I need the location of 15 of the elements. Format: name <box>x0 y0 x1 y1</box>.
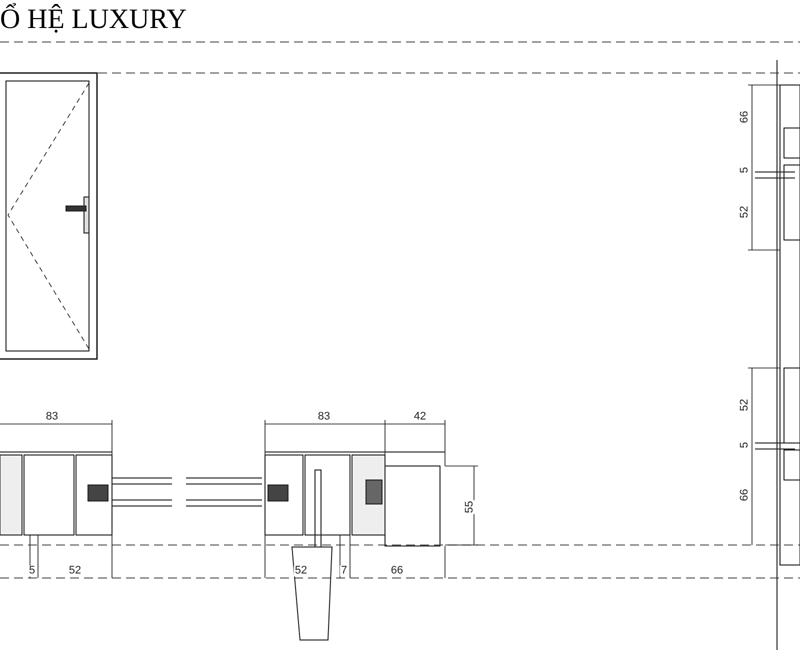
dimension-label: 5 <box>740 440 750 450</box>
dimension-label: 83 <box>316 412 332 422</box>
dimension-label: 52 <box>68 566 82 576</box>
dimension-label: 66 <box>740 110 750 124</box>
dimension-label: 5 <box>28 566 36 576</box>
dimension-label: 66 <box>390 566 404 576</box>
dimension-label: 52 <box>740 398 750 412</box>
dimension-label: 5 <box>740 166 750 174</box>
dimension-label: 52 <box>294 566 308 576</box>
dimension-label: 66 <box>740 488 750 502</box>
dimension-label: 52 <box>740 204 750 220</box>
dimension-label: 42 <box>412 412 428 422</box>
dimension-label: 83 <box>44 412 60 422</box>
dimension-label: 7 <box>340 566 348 576</box>
dimension-label: 55 <box>464 500 476 514</box>
